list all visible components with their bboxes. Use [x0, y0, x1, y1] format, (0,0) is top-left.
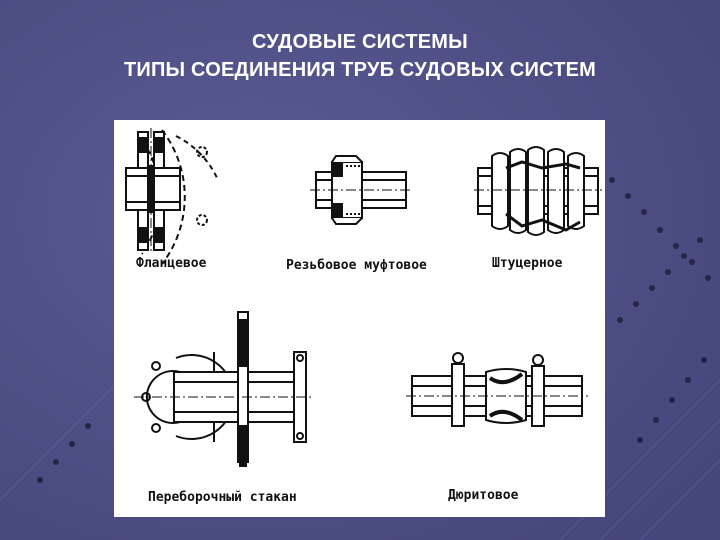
label-union: Штуцерное	[492, 256, 563, 271]
durite-joint-drawing	[406, 352, 588, 427]
threaded-coupling-drawing	[310, 155, 412, 225]
dotted-diagonal-decoration	[37, 177, 711, 483]
pipe-joints-drawing	[125, 128, 602, 467]
pipe-joints-figure: Фланцевое Резьбовое муфтовое Штуцерное П…	[114, 120, 605, 517]
label-flanged: Фланцевое	[136, 256, 207, 271]
label-durite: Дюритовое	[448, 488, 519, 503]
union-joint-drawing	[474, 146, 602, 236]
slide-title-line-2: ТИПЫ СОЕДИНЕНИЯ ТРУБ СУДОВЫХ СИСТЕМ	[123, 59, 597, 81]
label-bulkhead-sleeve: Переборочный стакан	[148, 490, 297, 505]
slide-title-line-1: СУДОВЫЕ СИСТЕМЫ	[252, 31, 468, 53]
bulkhead-sleeve-drawing	[134, 311, 314, 467]
label-threaded-coupling: Резьбовое муфтовое	[286, 258, 427, 273]
flanged-joint-drawing	[125, 128, 219, 265]
